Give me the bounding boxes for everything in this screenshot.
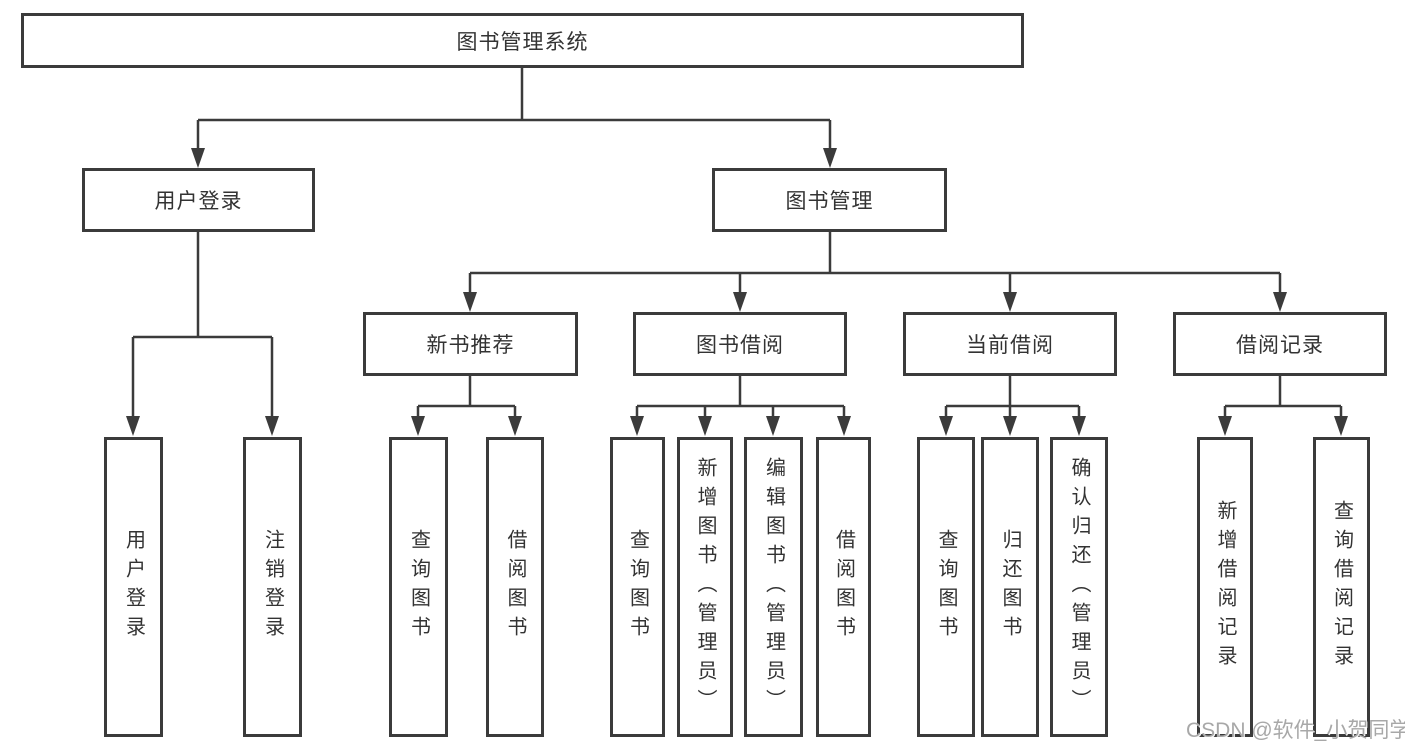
- leaf-label: 借阅图书: [504, 529, 526, 645]
- node-label: 当前借阅: [966, 334, 1054, 357]
- leaf-label: 新增图书（管理员）: [694, 456, 716, 718]
- leaf-add-borrow-record: 新增借阅记录: [1197, 437, 1253, 737]
- node-book-borrowing: 图书借阅: [633, 312, 847, 376]
- node-user-login: 用户登录: [82, 168, 315, 232]
- leaf-label: 归还图书: [999, 529, 1021, 645]
- node-borrowing-records: 借阅记录: [1173, 312, 1387, 376]
- node-label: 用户登录: [154, 190, 243, 213]
- csdn-watermark: CSDN @软件_小贺同学: [1186, 719, 1405, 742]
- leaf-logout: 注销登录: [243, 437, 302, 737]
- leaf-edit-books-admin: 编辑图书（管理员）: [744, 437, 803, 737]
- leaf-borrow-books: 借阅图书: [816, 437, 871, 737]
- node-label: 图书管理系统: [456, 30, 589, 54]
- leaf-add-books-admin: 新增图书（管理员）: [677, 437, 733, 737]
- node-label: 图书借阅: [696, 334, 784, 357]
- node-label: 图书管理: [785, 190, 874, 213]
- leaf-label: 用户登录: [122, 529, 145, 645]
- node-new-book-recommendation: 新书推荐: [363, 312, 578, 376]
- node-label: 新书推荐: [426, 334, 515, 357]
- leaf-label: 查询借阅记录: [1330, 500, 1353, 674]
- leaf-label: 确认归还（管理员）: [1068, 456, 1090, 718]
- leaf-return-books: 归还图书: [981, 437, 1039, 737]
- leaf-query-books-current: 查询图书: [917, 437, 975, 737]
- leaf-borrow-books-recommend: 借阅图书: [486, 437, 544, 737]
- leaf-user-login: 用户登录: [104, 437, 163, 737]
- node-book-management: 图书管理: [712, 168, 947, 232]
- leaf-label: 编辑图书（管理员）: [762, 456, 785, 718]
- node-library-management-system: 图书管理系统: [21, 13, 1024, 68]
- leaf-query-borrow-record: 查询借阅记录: [1313, 437, 1370, 737]
- node-label: 借阅记录: [1236, 334, 1324, 357]
- leaf-label: 借阅图书: [832, 529, 855, 645]
- leaf-confirm-return-admin: 确认归还（管理员）: [1050, 437, 1108, 737]
- leaf-label: 查询图书: [407, 529, 430, 645]
- leaf-label: 新增借阅记录: [1214, 500, 1236, 674]
- leaf-query-books-borrow: 查询图书: [610, 437, 665, 737]
- leaf-label: 注销登录: [261, 529, 284, 645]
- leaf-label: 查询图书: [626, 529, 649, 645]
- leaf-label: 查询图书: [935, 529, 957, 645]
- leaf-query-books-recommend: 查询图书: [389, 437, 448, 737]
- node-current-borrowing: 当前借阅: [903, 312, 1117, 376]
